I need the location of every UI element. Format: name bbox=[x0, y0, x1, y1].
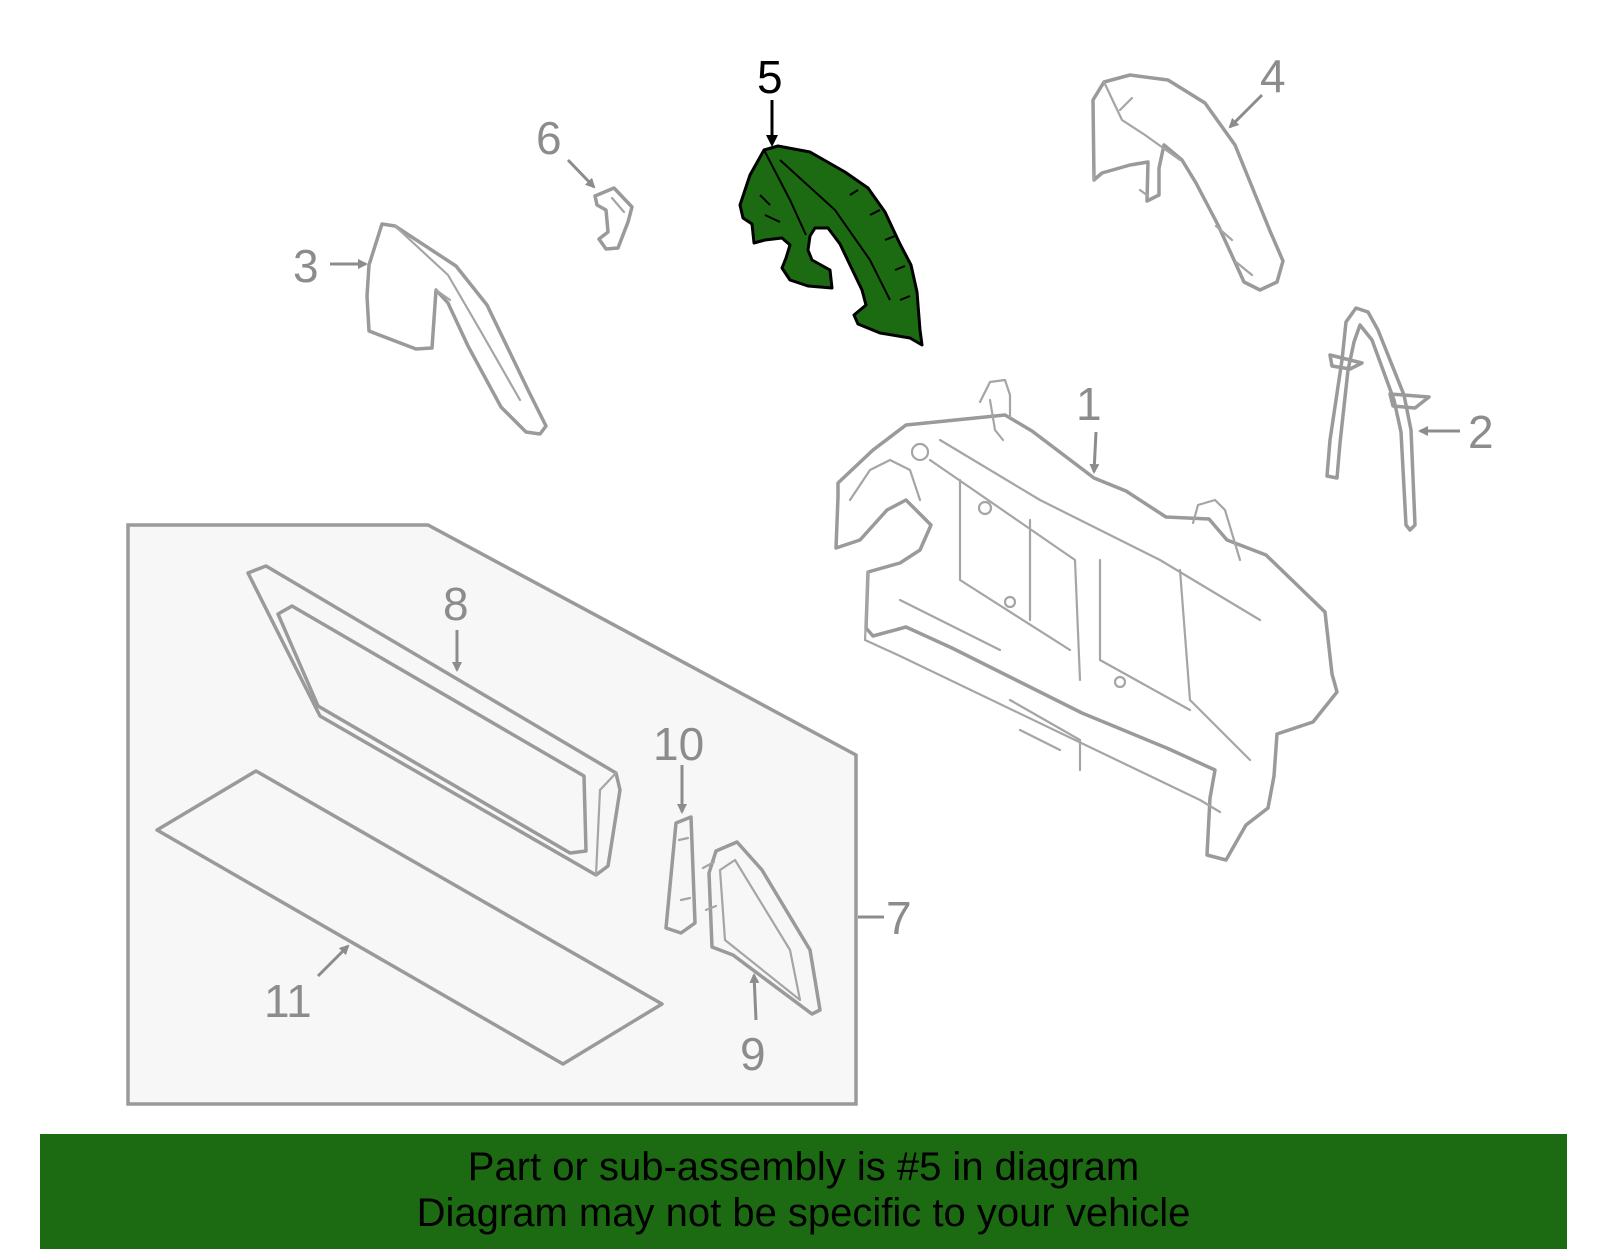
part-2-hoop[interactable] bbox=[1325, 306, 1431, 532]
callout-3[interactable]: 3 bbox=[293, 240, 319, 292]
part-10-bracket[interactable] bbox=[664, 815, 697, 935]
callout-6[interactable]: 6 bbox=[536, 112, 562, 164]
callout-4[interactable]: 4 bbox=[1260, 50, 1286, 102]
part-6-clip[interactable] bbox=[593, 186, 634, 251]
part-8-trim-panel[interactable] bbox=[246, 564, 622, 877]
info-banner: Part or sub-assembly is #5 in diagram Di… bbox=[40, 1134, 1567, 1249]
leader-11 bbox=[316, 944, 350, 978]
leader-9 bbox=[749, 973, 760, 1021]
banner-line-2: Diagram may not be specific to your vehi… bbox=[416, 1191, 1191, 1235]
part-1-main-structure[interactable] bbox=[834, 378, 1339, 862]
callout-8[interactable]: 8 bbox=[443, 578, 469, 630]
leader-lines bbox=[316, 93, 1460, 1021]
banner-line-1: Part or sub-assembly is #5 in diagram bbox=[467, 1145, 1140, 1189]
part-5-highlighted-bracket[interactable] bbox=[738, 144, 924, 347]
callouts: 1 2 3 4 5 6 7 8 9 10 11 bbox=[264, 50, 1494, 1080]
callout-5[interactable]: 5 bbox=[757, 51, 783, 103]
leader-4 bbox=[1228, 93, 1264, 129]
callout-1[interactable]: 1 bbox=[1076, 378, 1102, 430]
callout-2[interactable]: 2 bbox=[1468, 406, 1494, 458]
callout-11[interactable]: 11 bbox=[264, 975, 312, 1027]
part-3-left-cover[interactable] bbox=[365, 222, 548, 436]
callout-10[interactable]: 10 bbox=[653, 718, 704, 770]
callout-9[interactable]: 9 bbox=[740, 1028, 766, 1080]
leader-6 bbox=[566, 158, 596, 189]
callout-7[interactable]: 7 bbox=[886, 892, 912, 944]
part-11-panel[interactable] bbox=[155, 769, 664, 1066]
leader-1 bbox=[1089, 431, 1100, 474]
part-9-side-panel[interactable] bbox=[701, 840, 822, 1016]
part-4-right-cover[interactable] bbox=[1091, 73, 1285, 292]
